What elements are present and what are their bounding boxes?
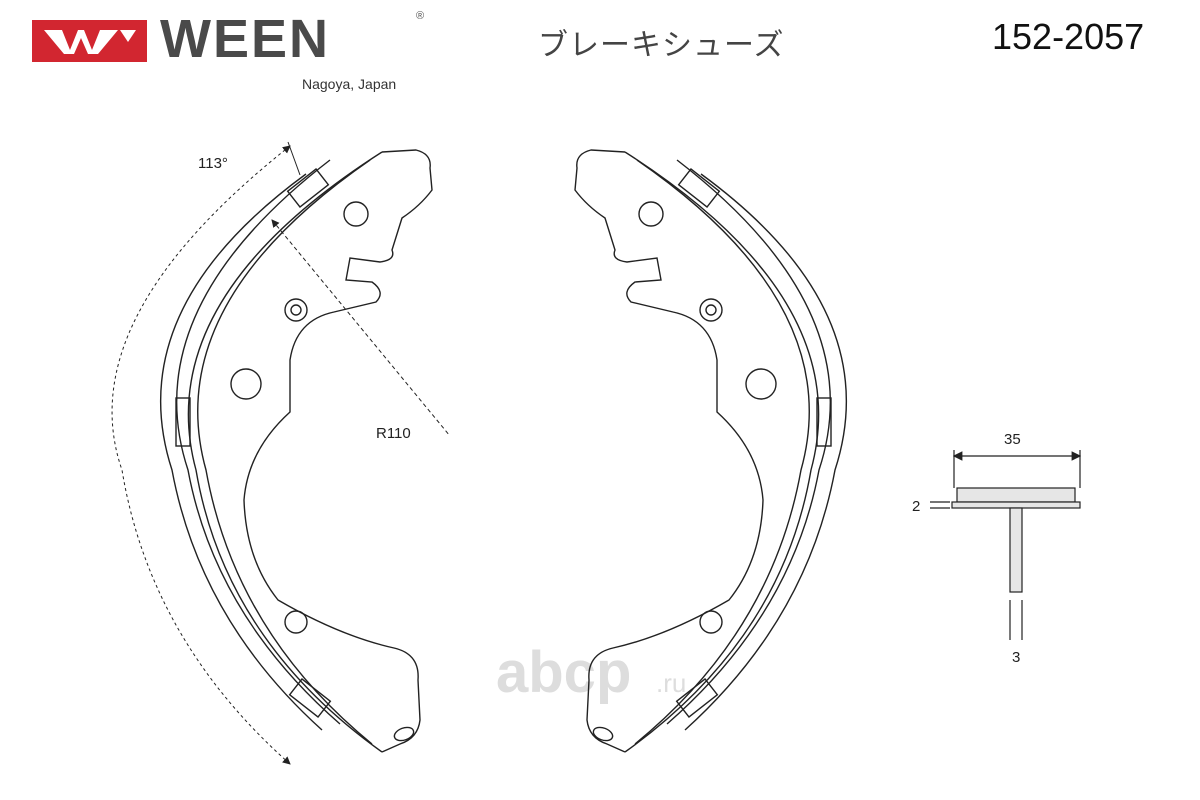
- left-web: [243, 149, 433, 753]
- left-slot: [393, 726, 415, 742]
- left-pin-hole: [284, 298, 308, 322]
- right-bottom-tab: [675, 678, 719, 718]
- left-hole-mid: [230, 368, 262, 400]
- left-mid-tab: [175, 397, 191, 447]
- watermark-main: abcp: [496, 640, 631, 705]
- right-hole-mid: [745, 368, 777, 400]
- lining-section: [956, 487, 1076, 503]
- watermark: abcp .ru: [496, 640, 686, 705]
- left-rim: [187, 151, 383, 753]
- product-title: ブレーキシューズ: [538, 28, 785, 63]
- right-web: [574, 149, 764, 753]
- left-hole-top: [343, 201, 369, 227]
- right-hole-bottom: [699, 610, 723, 634]
- right-lining: [684, 173, 847, 731]
- web-thickness-label: 3: [1012, 649, 1020, 666]
- rim-section: [951, 501, 1081, 509]
- brand-name: WEEN: [160, 9, 330, 69]
- header: WEEN ® Nagoya, Japan ブレーキシューズ 152-2057: [0, 0, 1200, 110]
- right-rim: [624, 151, 820, 753]
- brand-tagline: Nagoya, Japan: [302, 76, 397, 92]
- right-hole-top: [638, 201, 664, 227]
- angle-label: 113°: [198, 155, 228, 172]
- watermark-suffix: .ru: [656, 668, 686, 698]
- right-slot: [592, 726, 614, 742]
- part-number: 152-2057: [992, 16, 1145, 57]
- angle-arc: [111, 145, 291, 765]
- web-section: [1009, 507, 1023, 593]
- right-brake-shoe: [574, 149, 847, 753]
- right-top-tab: [677, 168, 721, 208]
- left-top-tab: [286, 168, 330, 208]
- ween-logo-icon: [32, 20, 147, 62]
- dimension-annotations-left: [111, 141, 451, 765]
- radius-label: R110: [376, 425, 411, 442]
- left-brake-shoe: [160, 149, 433, 753]
- right-mid-tab: [816, 397, 832, 447]
- width-label: 35: [1004, 431, 1021, 448]
- radius-line: [271, 219, 451, 437]
- left-hole-bottom: [284, 610, 308, 634]
- cross-section: [930, 450, 1082, 640]
- registered-mark: ®: [416, 10, 425, 22]
- lining-thickness-label: 2: [912, 498, 920, 515]
- right-pin-hole: [699, 298, 723, 322]
- left-lining: [160, 173, 323, 731]
- left-bottom-tab: [288, 678, 332, 718]
